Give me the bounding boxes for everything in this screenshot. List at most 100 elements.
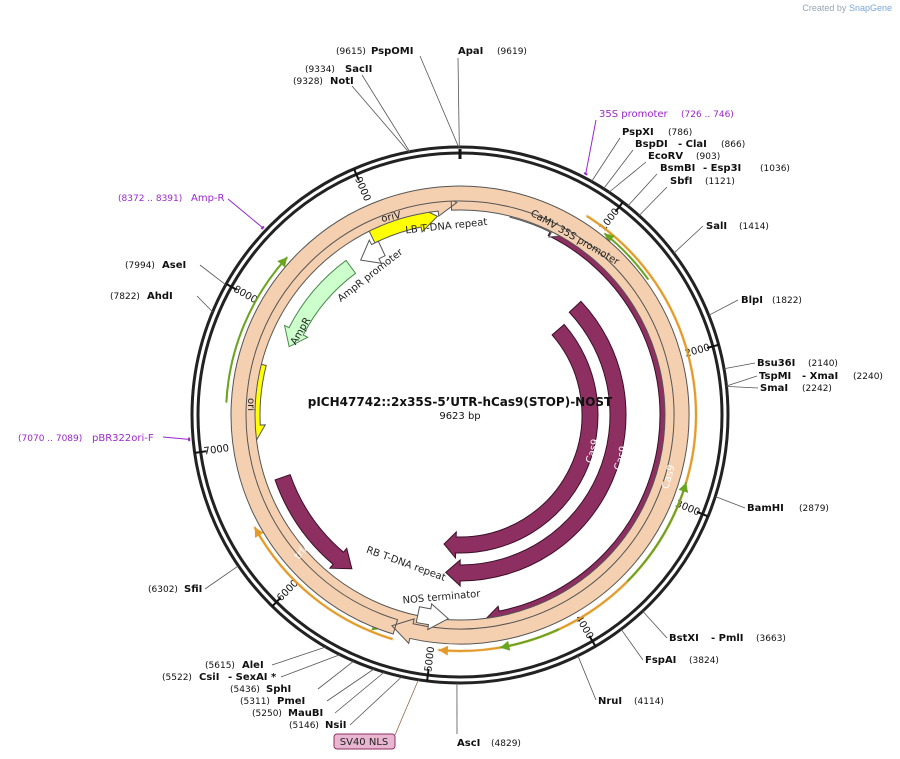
site-fspai-name[interactable]: FspAI <box>645 655 676 666</box>
nos-terminator-arc[interactable] <box>415 602 450 631</box>
site-smai-name[interactable]: SmaI <box>760 383 788 394</box>
ampr-arc[interactable] <box>283 259 357 348</box>
site-leader-noti <box>351 85 410 153</box>
site-ecorv-name[interactable]: EcoRV <box>648 151 683 162</box>
site-leader-asei <box>199 264 226 286</box>
site-leader-sphi <box>317 660 354 690</box>
snapgene-logo: SnapGene <box>848 3 892 13</box>
site-leader-tspmi <box>726 375 758 387</box>
primer-35s-name[interactable]: 35S promoter <box>599 109 669 120</box>
site-asci-pos: (4829) <box>491 739 521 749</box>
site-pmli-name[interactable]: - PmlI <box>711 633 744 644</box>
site-sphi-name[interactable]: SphI <box>266 684 291 695</box>
trfa-arc[interactable] <box>274 474 353 570</box>
orf-green-bottom-arrowhead <box>500 640 511 651</box>
tick-mark <box>194 450 207 454</box>
site-esp3i-name[interactable]: - Esp3I <box>703 163 741 174</box>
site-leader-bstxi <box>642 610 668 639</box>
site-bspdi-name[interactable]: BspDI <box>635 139 668 150</box>
site-sexai-name[interactable]: - SexAI * <box>228 672 277 683</box>
site-leader-ecorv <box>608 161 647 193</box>
site-maubi-name[interactable]: MauBI <box>288 708 323 719</box>
primer-ampr-mark[interactable] <box>260 225 265 230</box>
orf-orange-main-arrowhead <box>438 645 449 656</box>
site-sphi-pos: (5436) <box>230 685 260 695</box>
site-apai-name[interactable]: ApaI <box>458 46 483 57</box>
tick-label: 9000 <box>352 175 372 203</box>
ampr-promoter-arc[interactable] <box>359 238 386 264</box>
site-leader-apai <box>457 57 460 148</box>
site-noti-pos: (9328) <box>293 77 323 87</box>
site-leader-pspxi <box>591 137 621 182</box>
primer-ampr-range: (8372 .. 8391) <box>118 194 182 204</box>
tick-mark <box>353 168 360 181</box>
site-blpi-name[interactable]: BlpI <box>741 295 763 306</box>
tick-label: 5000 <box>423 646 437 673</box>
cas9-inner-arc[interactable] <box>443 323 599 560</box>
site-xmai-name[interactable]: - XmaI <box>802 371 838 382</box>
cas9-middle-arc[interactable] <box>444 300 627 588</box>
site-pmei-pos: (5311) <box>240 697 270 707</box>
site-leader-sali <box>673 225 704 254</box>
site-sfii-name[interactable]: SfiI <box>184 584 202 595</box>
site-tspmi-name[interactable]: TspMI <box>759 371 791 382</box>
orf-orange-left-arrowhead <box>254 527 264 538</box>
site-pmei-name[interactable]: PmeI <box>277 696 305 707</box>
site-nsii-name[interactable]: NsiI <box>325 720 346 731</box>
site-fspai-pos: (3824) <box>689 656 719 666</box>
site-alei-name[interactable]: AleI <box>242 660 264 671</box>
site-bsu36i-name[interactable]: Bsu36I <box>757 358 795 369</box>
site-apai-pos: (9619) <box>497 47 527 57</box>
site-leader-maubi <box>334 671 385 714</box>
site-leader-sbfi <box>638 186 668 216</box>
tick-mark <box>696 510 709 518</box>
site-bamhi-name[interactable]: BamHI <box>747 503 784 514</box>
site-ahdi-name[interactable]: AhdI <box>147 291 173 302</box>
tick-mark <box>614 201 624 213</box>
rb-repeat[interactable] <box>230 185 690 645</box>
site-blpi-pos: (1822) <box>772 296 802 306</box>
primer-ampr-leader <box>227 198 264 229</box>
site-bstxi-name[interactable]: BstXI <box>669 633 699 644</box>
site-pspxi-pos: (786) <box>668 128 692 138</box>
site-leader-bspdi <box>603 149 634 189</box>
site-noti-name[interactable]: NotI <box>330 76 354 87</box>
site-maubi-pos: (5250) <box>252 709 282 719</box>
orf-green-right[interactable] <box>627 482 688 582</box>
site-csii-name[interactable]: CsiI <box>199 672 219 683</box>
site-asci-name[interactable]: AscI <box>457 738 480 749</box>
site-sali-name[interactable]: SalI <box>706 221 727 232</box>
site-csii-pos: (5522) <box>162 673 192 683</box>
site-pspxi-name[interactable]: PspXI <box>622 127 654 138</box>
site-clai-name[interactable]: - ClaI <box>678 139 707 150</box>
site-asei-pos: (7994) <box>125 261 155 271</box>
site-pspomi-name[interactable]: PspOMI <box>371 46 413 57</box>
site-bsmbi-name[interactable]: BsmBI <box>660 163 695 174</box>
site-asei-name[interactable]: AseI <box>162 260 186 271</box>
tick-label: 7000 <box>203 443 230 457</box>
plasmid-name: pICH47742::2x35S-5’UTR-hCas9(STOP)-NOST <box>308 395 613 409</box>
tick-mark <box>588 635 597 647</box>
site-leader-blpi <box>708 299 739 316</box>
orf-green-ampr-arrowhead <box>277 257 288 268</box>
primer-35s-mark[interactable] <box>583 172 588 176</box>
site-sacii-name[interactable]: SacII <box>345 64 372 75</box>
site-sbfi-name[interactable]: SbfI <box>670 176 692 187</box>
orf-green-ampr[interactable] <box>225 256 288 403</box>
primer-35s-leader <box>585 119 597 174</box>
site-leader-pmei <box>326 668 375 702</box>
sv40-nls-box[interactable] <box>333 733 396 750</box>
sv40-nls-label: SV40 NLS <box>340 737 389 748</box>
primer-ampr-name[interactable]: Amp-R <box>191 193 225 204</box>
label-rb: RB T-DNA repeat <box>365 545 447 584</box>
tick-mark <box>271 597 282 607</box>
tick-mark <box>706 343 719 349</box>
tick-mark <box>225 283 238 291</box>
label-oriv: oriV <box>380 210 402 225</box>
orf-orange-left[interactable] <box>253 526 393 640</box>
primer-pbr-name[interactable]: pBR322ori-F <box>92 433 154 444</box>
site-nrui-name[interactable]: NruI <box>598 696 622 707</box>
site-leader-fspai <box>620 628 644 661</box>
label-nos: NOS terminator <box>402 589 482 607</box>
